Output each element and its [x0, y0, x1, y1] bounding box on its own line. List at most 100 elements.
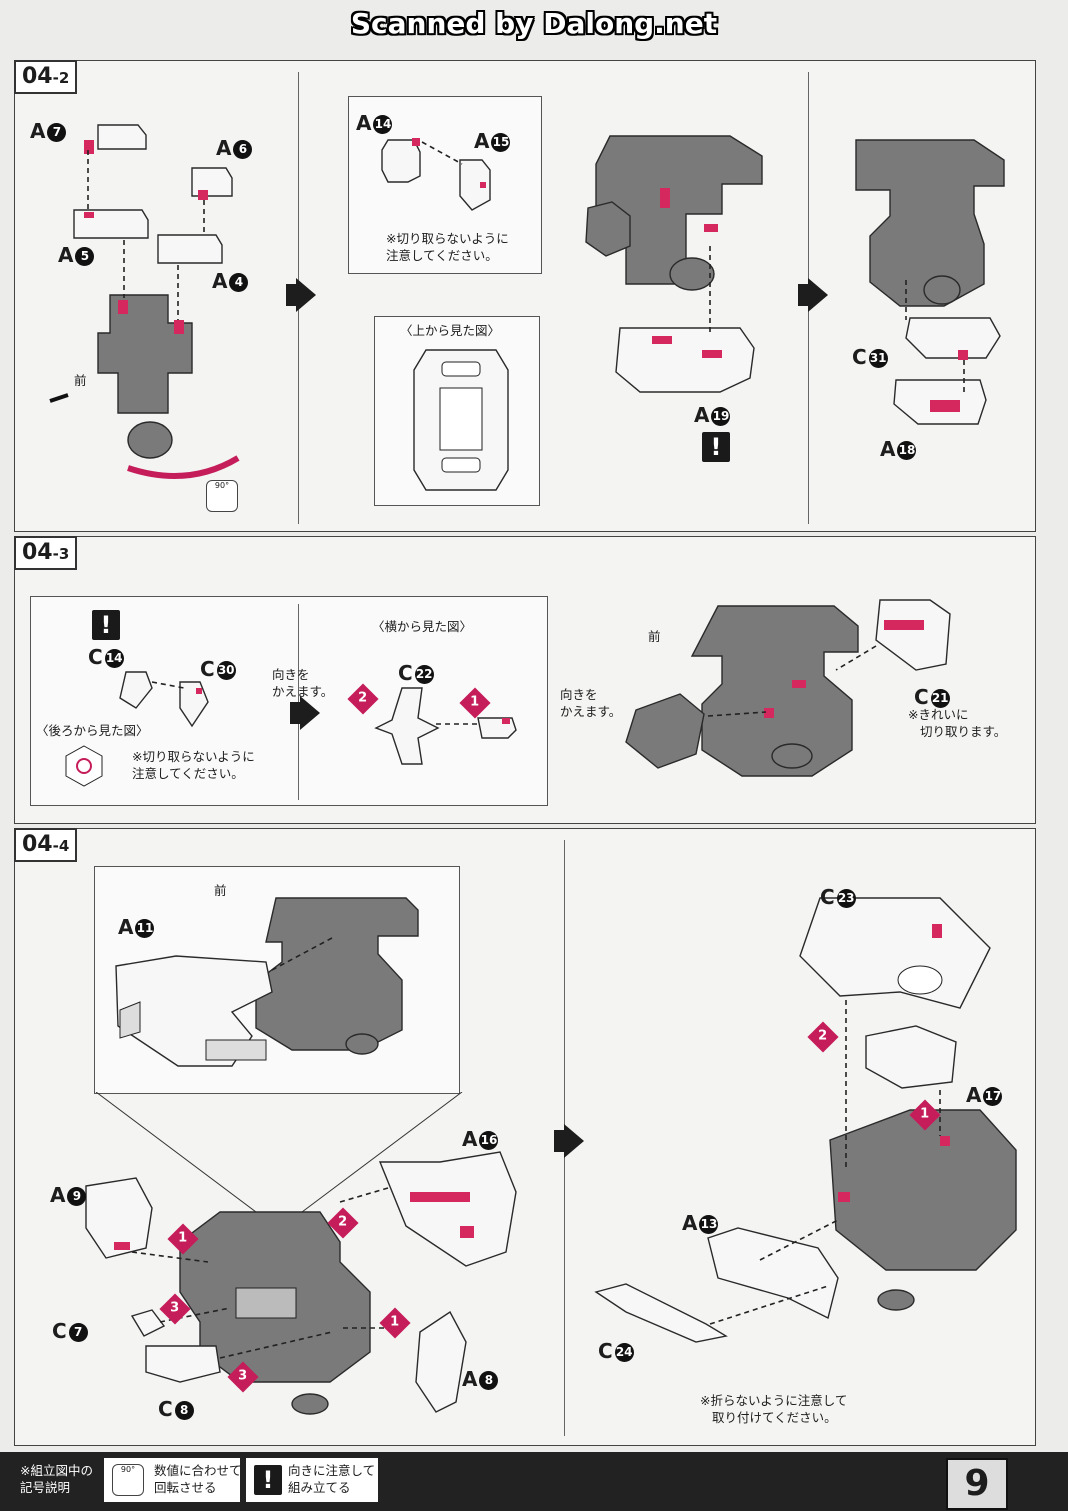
note-line: ※切り取らないように — [386, 231, 509, 246]
rotate-90-icon: 90° — [112, 1464, 144, 1496]
arrow-stem — [286, 284, 296, 306]
note-line: 取り付けてください。 — [712, 1410, 837, 1425]
part-number: 19 — [711, 407, 731, 426]
c14-c30-illustration — [119, 671, 209, 728]
part-letter: C — [914, 685, 929, 709]
arrow-head — [300, 696, 320, 730]
warning-icon: ! — [92, 610, 120, 640]
scan-banner: Scanned by Dalong.net — [350, 7, 718, 40]
order-number: 1 — [920, 1106, 930, 1122]
top-view-illustration — [413, 349, 509, 491]
front-label: 前 — [214, 883, 227, 898]
arrow-head — [808, 278, 828, 312]
step-04-4-right-assembly-illustration — [594, 897, 1017, 1343]
part-number: 23 — [836, 889, 856, 908]
note-change-direction: 向きを かえます。 — [560, 686, 621, 720]
note-line: 切り取ります。 — [920, 724, 1007, 739]
part-number: 8 — [174, 1401, 194, 1420]
part-letter: C — [852, 345, 867, 369]
part-letter: A — [58, 243, 74, 267]
note-change-direction: 向きを かえます。 — [272, 666, 333, 700]
part-letter: A — [682, 1211, 698, 1235]
legend-warning-text: 向きに注意して 組み立てる — [288, 1462, 375, 1496]
part-number: 7 — [47, 123, 67, 142]
top-view-caption: 〈上から見た図〉 — [400, 323, 501, 338]
part-letter: A — [216, 136, 232, 160]
note-line: 向きを — [560, 687, 598, 702]
a14-a15-illustration — [381, 138, 491, 211]
note-line: 注意してください。 — [386, 248, 498, 263]
part-letter: A — [474, 129, 490, 153]
part-number: 31 — [868, 349, 888, 368]
part-letter: A — [462, 1367, 478, 1391]
rotate-90-icon: 90° — [206, 480, 238, 512]
arrow-head — [296, 278, 316, 312]
legend-title: ※組立図中の 記号説明 — [20, 1462, 93, 1496]
step-number: 04 — [22, 64, 53, 89]
part-letter: A — [30, 119, 46, 143]
order-number: 1 — [470, 694, 480, 710]
note-cut-clean: ※きれいに 切り取ります。 — [908, 706, 1006, 740]
part-number: 21 — [930, 689, 950, 708]
note-line: ※きれいに — [908, 707, 969, 722]
c22-illustration — [374, 687, 517, 765]
legend-line: 回転させる — [154, 1480, 217, 1495]
step-number: 04 — [22, 832, 53, 857]
step-04-2-col2-illustration — [585, 135, 763, 393]
page-number: 9 — [946, 1458, 1008, 1510]
legend-line: 数値に合わせて — [154, 1463, 242, 1478]
step-04-3-tag: 04-3 — [14, 536, 78, 570]
order-number: 2 — [358, 690, 368, 706]
legend-warning-box: ! 向きに注意して 組み立てる — [246, 1458, 378, 1502]
part-number: 30 — [216, 661, 236, 680]
part-letter: C — [88, 645, 103, 669]
part-letter: A — [966, 1083, 982, 1107]
legend-title-line: 記号説明 — [20, 1480, 71, 1495]
part-number: 8 — [479, 1371, 499, 1390]
part-number: 24 — [614, 1343, 634, 1362]
note-line: 注意してください。 — [132, 766, 244, 781]
symbol-legend: ※組立図中の 記号説明 90° 数値に合わせて 回転させる ! 向きに注意して … — [0, 1452, 1068, 1511]
part-letter: A — [880, 437, 896, 461]
part-number: 7 — [68, 1323, 88, 1342]
step-04-4-left-assembly-illustration — [85, 1092, 517, 1415]
step-04-2-col1-illustration — [49, 124, 240, 479]
part-number: 15 — [491, 133, 511, 152]
step-04-2-tag: 04-2 — [14, 60, 78, 94]
step-04-3-assembly-illustration — [625, 599, 951, 777]
side-view-caption: 〈横から見た図〉 — [372, 619, 473, 634]
part-number: 14 — [104, 649, 124, 668]
arrow-stem — [290, 702, 300, 724]
step-number: 04 — [22, 540, 53, 565]
part-letter: C — [820, 885, 835, 909]
part-letter: A — [118, 915, 134, 939]
step-sub-number: -2 — [52, 69, 70, 87]
step-04-4-tag: 04-4 — [14, 828, 78, 862]
part-number: 4 — [229, 273, 249, 292]
part-letter: A — [356, 111, 372, 135]
warning-icon: ! — [254, 1465, 282, 1495]
arrow-stem — [798, 284, 808, 306]
order-number: 2 — [338, 1214, 348, 1230]
part-number: 13 — [699, 1215, 719, 1234]
part-letter: A — [694, 403, 710, 427]
part-letter: C — [398, 661, 413, 685]
